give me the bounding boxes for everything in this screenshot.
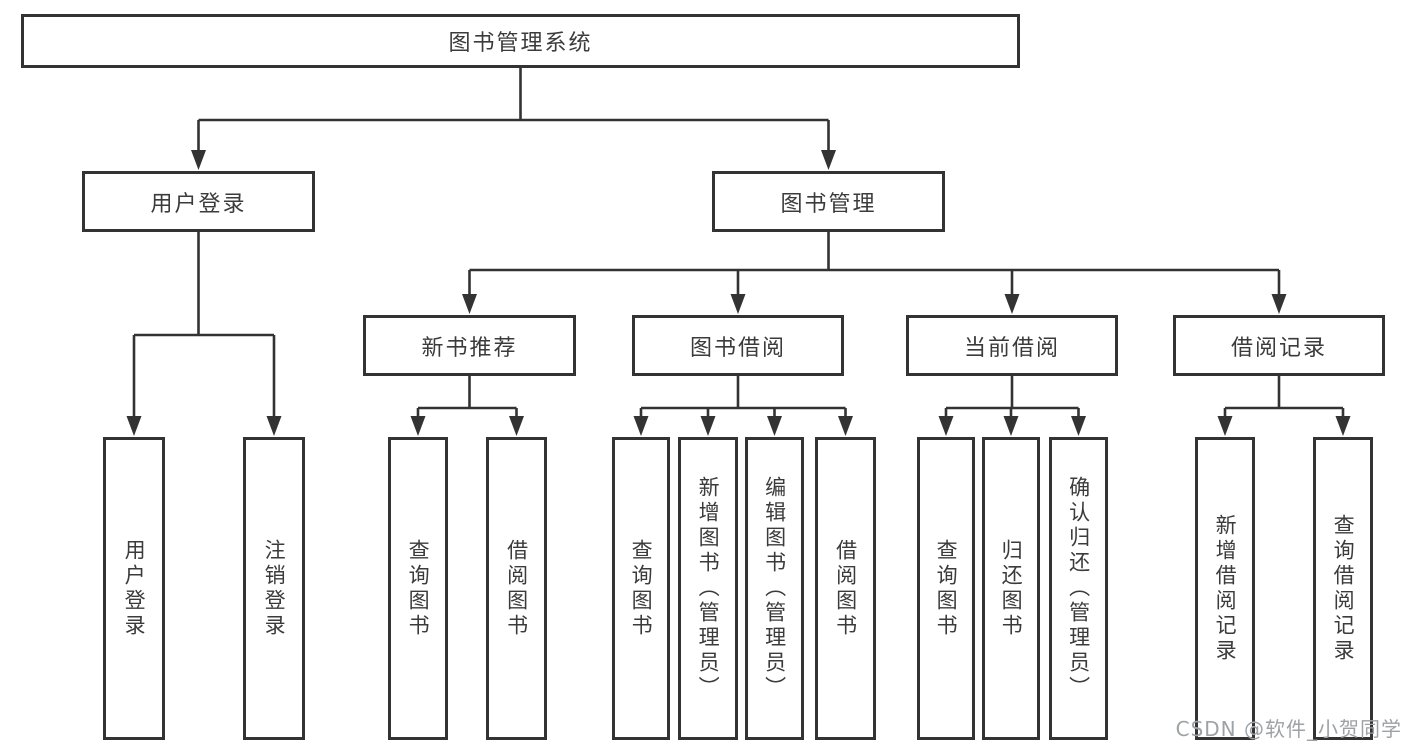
leaf-return-books-label: 归还图书: [999, 538, 1024, 639]
node-current-borrow-label: 当前借阅: [963, 335, 1060, 361]
connector-path: [132, 66, 1345, 418]
leaf-query-borrow-record-label: 查询借阅记录: [1331, 513, 1356, 664]
leaf-edit-books-admin: 编辑图书（管理员）: [745, 437, 804, 740]
node-book-management-label: 图书管理: [780, 191, 877, 217]
csdn-watermark: CSDN @软件_小贺同学: [1175, 717, 1402, 741]
leaf-return-books: 归还图书: [982, 437, 1040, 740]
leaf-query-books-recommend-label: 查询图书: [406, 538, 431, 639]
leaf-add-books-admin-label: 新增图书（管理员）: [696, 476, 721, 701]
leaf-edit-books-admin-label: 编辑图书（管理员）: [762, 476, 787, 701]
leaf-query-books-borrow-label: 查询图书: [629, 538, 654, 639]
leaf-logout-label: 注销登录: [262, 538, 287, 639]
leaf-add-borrow-record: 新增借阅记录: [1195, 437, 1255, 740]
node-current-borrow: 当前借阅: [906, 315, 1118, 376]
node-new-book-recommend-label: 新书推荐: [421, 335, 518, 361]
leaf-borrow-books-recommend-label: 借阅图书: [504, 538, 529, 639]
node-borrow-records: 借阅记录: [1173, 315, 1385, 376]
leaf-query-books-recommend: 查询图书: [388, 437, 448, 740]
leaf-confirm-return-admin: 确认归还（管理员）: [1049, 437, 1108, 740]
leaf-confirm-return-admin-label: 确认归还（管理员）: [1066, 476, 1091, 701]
node-user-login-label: 用户登录: [150, 191, 247, 217]
leaf-borrow-books-recommend: 借阅图书: [486, 437, 547, 740]
node-new-book-recommend: 新书推荐: [363, 315, 576, 376]
leaf-query-books-current: 查询图书: [917, 437, 975, 740]
leaf-user-login-label: 用户登录: [122, 538, 147, 639]
node-book-management: 图书管理: [712, 171, 945, 232]
leaf-query-books-borrow: 查询图书: [612, 437, 670, 740]
node-user-login: 用户登录: [82, 171, 315, 232]
node-root: 图书管理系统: [21, 14, 1020, 68]
leaf-user-login: 用户登录: [103, 437, 165, 740]
node-root-label: 图书管理系统: [448, 31, 593, 56]
leaf-add-borrow-record-label: 新增借阅记录: [1213, 513, 1238, 664]
node-book-borrow: 图书借阅: [632, 315, 844, 376]
node-book-borrow-label: 图书借阅: [689, 335, 786, 361]
leaf-borrow-books-label: 借阅图书: [833, 538, 858, 639]
leaf-query-borrow-record: 查询借阅记录: [1313, 437, 1373, 740]
leaf-borrow-books: 借阅图书: [815, 437, 876, 740]
leaf-logout: 注销登录: [243, 437, 305, 740]
leaf-query-books-current-label: 查询图书: [934, 538, 959, 639]
node-borrow-records-label: 借阅记录: [1230, 335, 1327, 361]
leaf-add-books-admin: 新增图书（管理员）: [678, 437, 738, 740]
